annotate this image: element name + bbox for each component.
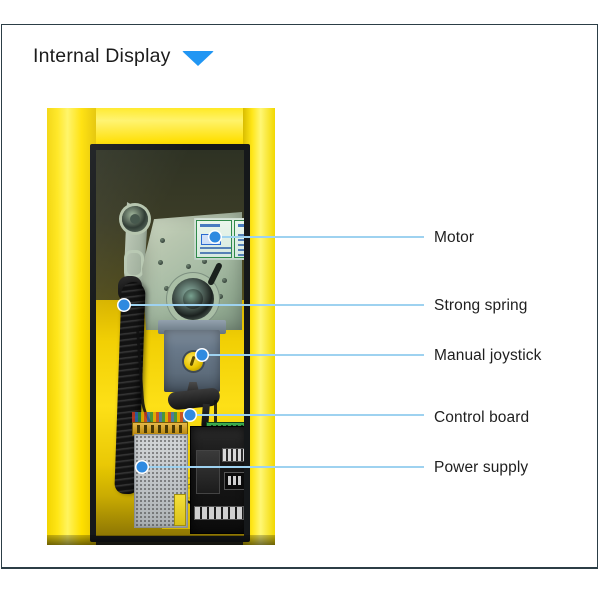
- motor-arm-pivot: [122, 206, 148, 232]
- cabinet-frame-left: [47, 108, 96, 545]
- nameplate-right-panel: [234, 220, 244, 258]
- control-board-connectors: [194, 506, 244, 520]
- cabinet-base-shadow: [47, 535, 275, 545]
- motor-nameplate: [194, 218, 244, 260]
- section-header: Internal Display: [33, 45, 214, 68]
- control-board-dip-switches: [222, 448, 244, 462]
- chevron-down-icon[interactable]: [181, 50, 214, 66]
- control-board-display: [224, 472, 244, 490]
- psu-label-tag: [174, 494, 186, 526]
- motor-arm-slot: [124, 250, 144, 278]
- cabinet-interior: [96, 150, 244, 536]
- motor-output-hub: [172, 278, 214, 320]
- page-title: Internal Display: [33, 45, 171, 67]
- control-board-module: [196, 450, 220, 494]
- nameplate-left-panel: [196, 220, 232, 258]
- psu-input-wires: [132, 412, 188, 424]
- product-photo: [47, 108, 275, 545]
